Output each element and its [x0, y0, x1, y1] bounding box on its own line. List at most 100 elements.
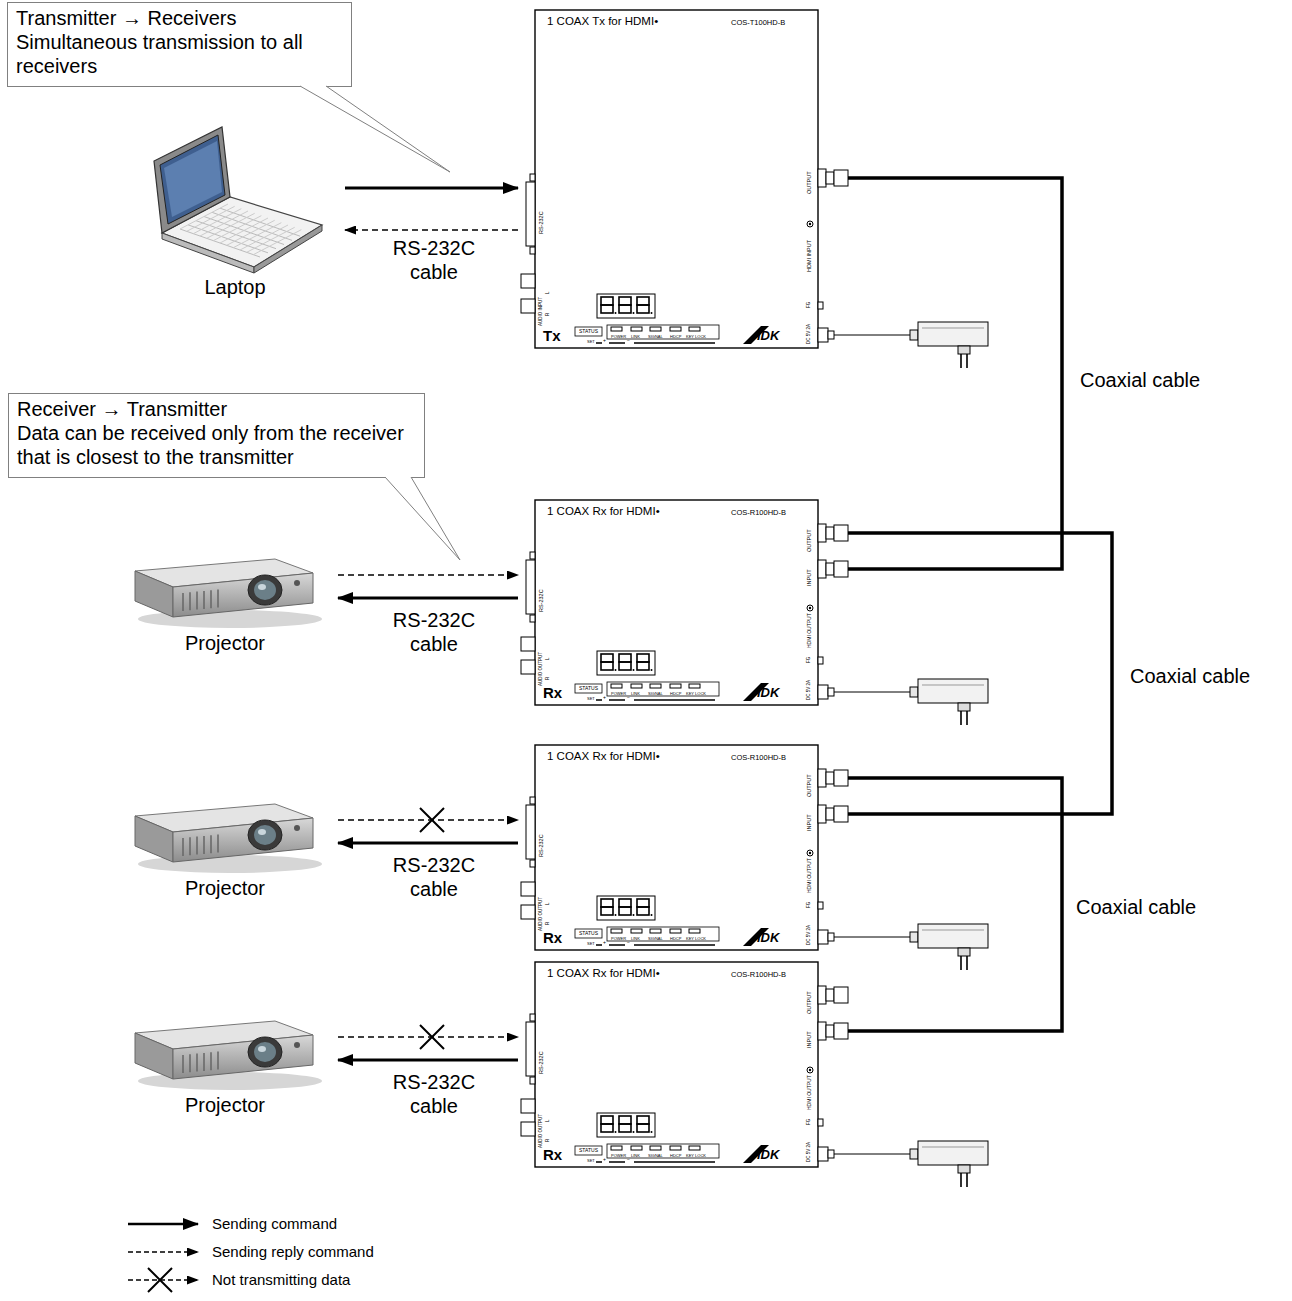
panel-text: −	[627, 338, 630, 343]
device-housing	[535, 500, 818, 705]
device-housing	[535, 10, 818, 348]
coaxial-cable	[848, 178, 1062, 569]
port-label: INPUT	[807, 815, 813, 832]
drawn-shape	[254, 1042, 276, 1062]
reply-arrow	[338, 1036, 518, 1038]
port-label: RS-232C	[539, 834, 545, 857]
drawn-shape	[826, 563, 834, 575]
drawn-shape	[910, 687, 918, 697]
panel-text: SIGNAL	[648, 937, 663, 941]
port-label: DC 5V 2A	[807, 324, 812, 344]
drawn-shape	[615, 914, 617, 916]
port-label: L	[546, 1119, 551, 1122]
drawn-shape	[615, 1131, 617, 1133]
drawn-shape	[958, 948, 970, 956]
drawn-shape	[601, 305, 613, 313]
drawn-line	[189, 837, 191, 855]
drawn-shape	[828, 688, 834, 696]
drawn-shape	[826, 1025, 834, 1037]
drawn-shape	[530, 615, 535, 622]
port-label: R	[546, 1139, 551, 1142]
panel-text: SIGNAL	[648, 1154, 663, 1158]
cable-label: RS-232C cable	[372, 1070, 496, 1118]
panel-text: POWER	[611, 937, 626, 941]
drawn-line	[596, 342, 715, 343]
drawn-shape	[619, 1116, 631, 1124]
drawn-shape	[828, 1150, 834, 1158]
legend-sample	[128, 1223, 198, 1226]
projector-icon	[125, 1007, 325, 1092]
drawn-shape	[834, 561, 848, 577]
drawn-line	[922, 328, 984, 329]
drawn-line	[961, 1173, 967, 1187]
drawn-shape	[818, 657, 823, 664]
callout-heading: Transmitter → Receivers	[16, 6, 343, 30]
drawn-shape	[575, 929, 602, 938]
receiver-device: 1 COAX Rx for HDMI•COS-R100HD-BOUTPUTINP…	[518, 745, 848, 950]
drawn-line	[182, 593, 184, 611]
legend-text: Sending reply command	[212, 1243, 374, 1261]
device-drawing	[518, 500, 848, 705]
panel-text: SET	[587, 340, 595, 344]
projector-front	[173, 573, 313, 617]
device-drawing	[518, 10, 848, 348]
callout-box: Transmitter → ReceiversSimultaneous tran…	[7, 2, 352, 87]
projector-icon	[125, 790, 325, 875]
drawn-shape	[689, 1146, 700, 1150]
cable-label: RS-232C cable	[372, 608, 496, 656]
port-label: RS-232C	[539, 589, 545, 612]
port-label: R	[546, 677, 551, 680]
panel-text: POWER	[611, 1154, 626, 1158]
drawn-shape	[633, 669, 635, 671]
drawn-shape	[637, 297, 649, 305]
drawn-shape	[631, 929, 642, 933]
drawn-shape	[637, 907, 649, 915]
drawn-line	[961, 711, 967, 725]
drawn-shape	[294, 580, 300, 586]
port-label: DC 5V 2A	[807, 680, 812, 700]
drawn-line	[922, 930, 984, 931]
drawn-shape	[530, 1014, 535, 1021]
drawn-line	[189, 1054, 191, 1072]
drawn-line	[196, 592, 198, 610]
drawn-line	[210, 1052, 212, 1070]
drawn-shape	[818, 328, 828, 342]
device-mark: Rx	[543, 1147, 562, 1162]
drawn-shape	[601, 297, 613, 305]
projector-node: Projector	[120, 545, 338, 657]
port-label: FG	[807, 1119, 812, 1125]
drawn-shape	[818, 805, 826, 823]
drawn-shape	[809, 1069, 811, 1071]
drawn-shape	[607, 682, 719, 696]
cable-label: RS-232C cable	[372, 853, 496, 901]
drawn-shape	[818, 169, 826, 187]
drawn-line	[834, 692, 910, 693]
drawn-shape	[809, 607, 811, 609]
drawn-shape	[521, 274, 535, 288]
panel-text: STATUS	[579, 686, 598, 691]
port-label: RS-232C	[539, 211, 545, 234]
drawn-shape	[254, 825, 276, 845]
command-arrow	[338, 597, 518, 600]
drawn-shape	[818, 986, 826, 1004]
panel-text: 1 COAX Rx for HDMI•	[547, 751, 660, 763]
drawn-shape	[689, 929, 700, 933]
panel-text: SET	[587, 1159, 595, 1163]
drawn-shape	[637, 899, 649, 907]
drawn-shape	[910, 330, 918, 340]
panel-text: HDCP	[670, 692, 681, 696]
drawn-shape	[619, 899, 631, 907]
drawn-shape	[164, 141, 222, 217]
drawn-line	[834, 1154, 910, 1155]
panel-text: KEY LOCK	[686, 1154, 706, 1158]
projector-node: Projector	[120, 1007, 338, 1119]
drawn-shape	[651, 914, 653, 916]
drawn-shape	[597, 651, 655, 675]
drawn-shape	[601, 662, 613, 670]
panel-text: −	[627, 1157, 630, 1162]
drawn-shape	[958, 1165, 970, 1173]
drawn-shape	[818, 685, 828, 699]
drawn-shape	[826, 989, 834, 1001]
panel-text: COS-R100HD-B	[731, 971, 786, 979]
drawn-shape	[826, 808, 834, 820]
